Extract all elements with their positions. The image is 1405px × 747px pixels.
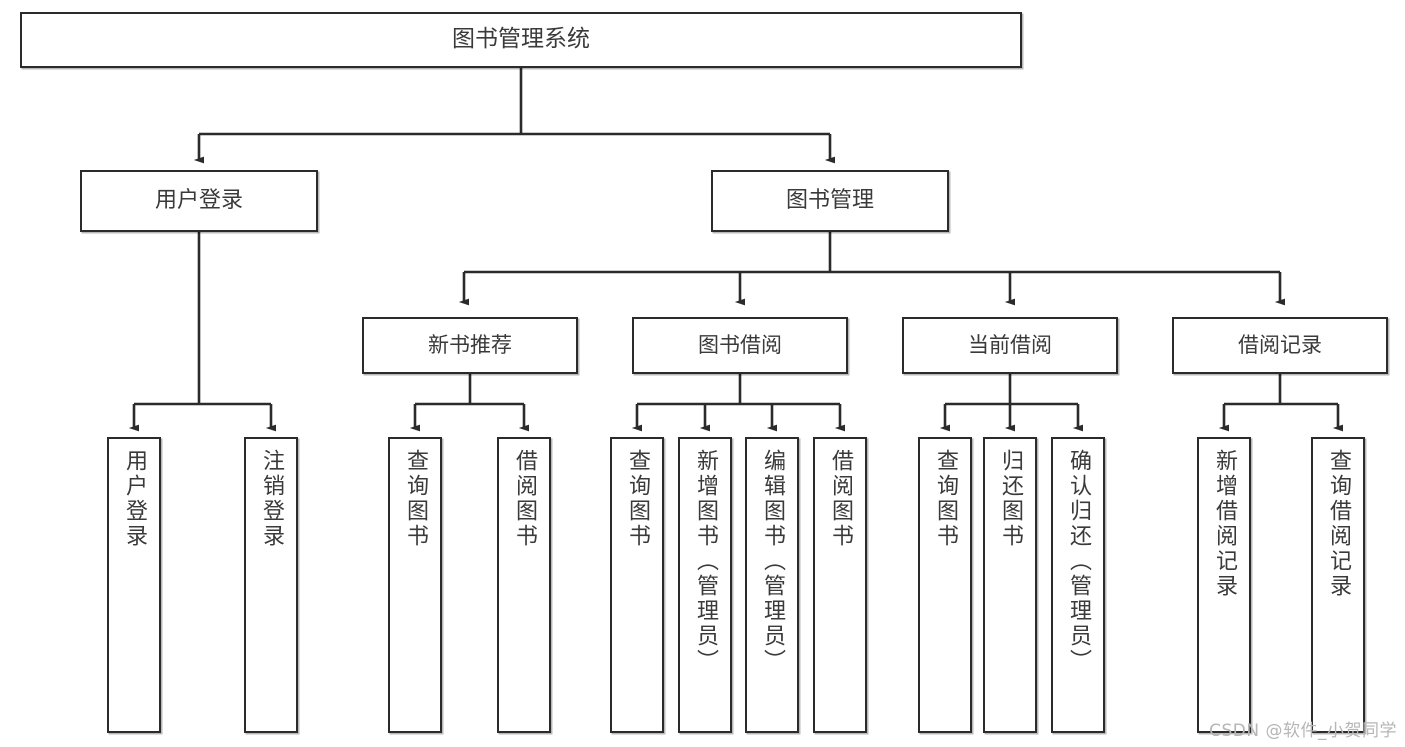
- node-label: 查询图书: [933, 449, 958, 549]
- node-new-book-recommend[interactable]: 新书推荐: [362, 317, 578, 374]
- node-label: 归还图书: [998, 449, 1023, 549]
- node-label: 确认归还（管理员）: [1066, 449, 1091, 674]
- node-leaf-borrow-book-2[interactable]: 借阅图书: [813, 437, 867, 733]
- node-user-login[interactable]: 用户登录: [80, 170, 318, 232]
- node-label: 借阅图书: [512, 449, 537, 549]
- node-label: 图书管理: [785, 187, 874, 213]
- node-leaf-edit-book[interactable]: 编辑图书（管理员）: [745, 437, 799, 733]
- node-book-management[interactable]: 图书管理: [711, 170, 949, 232]
- node-label: 借阅记录: [1238, 332, 1322, 357]
- node-leaf-query-book-3[interactable]: 查询图书: [918, 437, 972, 733]
- node-leaf-query-book-1[interactable]: 查询图书: [388, 437, 442, 733]
- node-leaf-logout-login[interactable]: 注销登录: [244, 437, 298, 733]
- node-label: 注销登录: [259, 449, 284, 549]
- node-leaf-user-login[interactable]: 用户登录: [107, 437, 161, 733]
- node-leaf-confirm-return[interactable]: 确认归还（管理员）: [1051, 437, 1105, 733]
- node-root-system[interactable]: 图书管理系统: [20, 12, 1022, 68]
- node-label: 用户登录: [122, 449, 147, 549]
- node-leaf-borrow-book-1[interactable]: 借阅图书: [497, 437, 551, 733]
- node-label: 用户登录: [154, 187, 243, 213]
- node-book-borrow[interactable]: 图书借阅: [632, 317, 848, 374]
- node-label: 新增借阅记录: [1212, 449, 1237, 599]
- node-label: 新增图书（管理员）: [693, 449, 718, 674]
- node-label: 查询图书: [625, 449, 650, 549]
- node-leaf-add-record[interactable]: 新增借阅记录: [1197, 437, 1251, 733]
- node-leaf-query-record[interactable]: 查询借阅记录: [1311, 437, 1365, 733]
- node-leaf-query-book-2[interactable]: 查询图书: [610, 437, 664, 733]
- node-label: 查询图书: [403, 449, 428, 549]
- watermark-text: CSDN @软件_小贺同学: [1209, 721, 1397, 741]
- node-label: 查询借阅记录: [1326, 449, 1351, 599]
- node-borrow-record[interactable]: 借阅记录: [1172, 317, 1388, 374]
- node-leaf-return-book[interactable]: 归还图书: [983, 437, 1037, 733]
- node-label: 新书推荐: [428, 332, 512, 357]
- node-label: 当前借阅: [968, 332, 1052, 357]
- node-label: 编辑图书（管理员）: [760, 449, 785, 674]
- node-current-borrow[interactable]: 当前借阅: [902, 317, 1118, 374]
- node-label: 图书管理系统: [452, 26, 590, 53]
- node-label: 图书借阅: [698, 332, 782, 357]
- node-leaf-add-book[interactable]: 新增图书（管理员）: [678, 437, 732, 733]
- node-label: 借阅图书: [828, 449, 853, 549]
